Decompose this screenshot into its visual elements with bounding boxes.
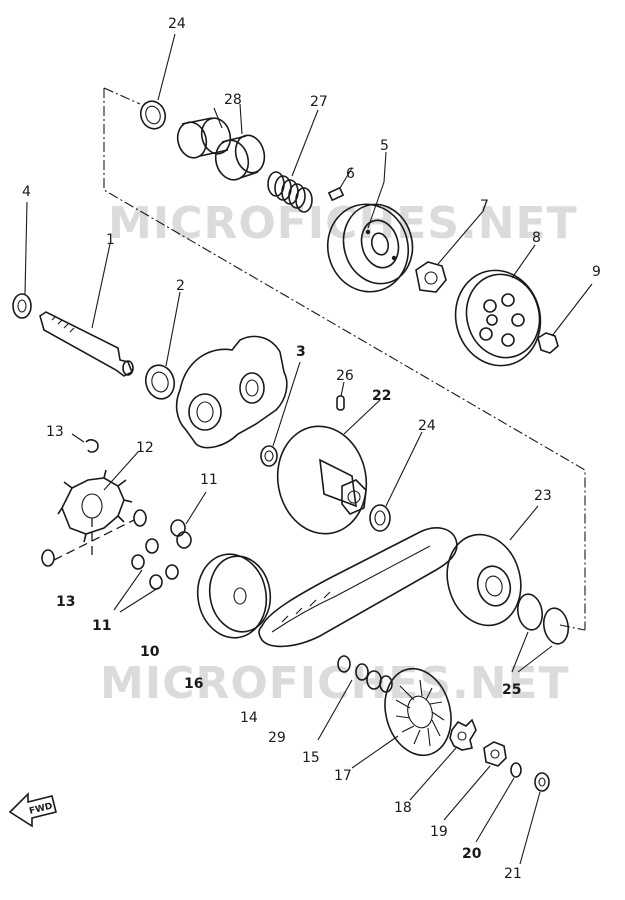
leader-5 — [367, 151, 387, 229]
secondary-sheave-23 — [446, 533, 522, 627]
leader-20 — [475, 777, 515, 843]
nut-21 — [534, 772, 550, 792]
forward-label: FWD — [28, 802, 53, 817]
callout-17: 17 — [334, 768, 352, 784]
callout-labels: 24 28 27 5 6 4 1 7 8 9 2 3 26 22 13 12 2… — [22, 16, 601, 882]
leader-25 — [511, 631, 553, 673]
gear-case-plate — [175, 335, 288, 449]
v-belt-16 — [258, 527, 458, 648]
callout-7: 7 — [480, 198, 489, 214]
callout-13-top: 13 — [46, 424, 64, 440]
leader-9 — [551, 283, 593, 337]
watermark-bottom: MICROFICHES.NET — [100, 658, 570, 709]
leader-3 — [272, 361, 301, 447]
leader-24-middle — [385, 431, 423, 507]
shaft-1 — [39, 311, 134, 377]
callout-3: 3 — [296, 344, 306, 360]
leader-17 — [351, 735, 399, 769]
callout-25: 25 — [502, 682, 521, 698]
callout-11-bottom: 11 — [92, 618, 111, 634]
leader-26 — [340, 381, 345, 397]
callout-23: 23 — [534, 488, 552, 504]
leader-12 — [103, 451, 139, 491]
callout-1: 1 — [106, 232, 115, 248]
callout-27: 27 — [310, 94, 328, 110]
rollers-11 — [131, 519, 192, 590]
leader-11-top — [185, 491, 207, 525]
callout-9: 9 — [592, 264, 601, 280]
washer-4 — [12, 293, 32, 319]
callout-5: 5 — [380, 138, 389, 154]
bushing-28 — [176, 117, 266, 181]
callout-8: 8 — [532, 230, 541, 246]
leader-24-top — [157, 33, 176, 101]
callout-14: 14 — [240, 710, 258, 726]
callout-26: 26 — [336, 368, 354, 384]
leader-21 — [519, 791, 541, 865]
leader-11-bottom — [113, 569, 159, 613]
leader-27 — [291, 109, 319, 177]
leader-15 — [317, 679, 353, 741]
clutch-housing-8 — [454, 269, 542, 367]
washer-3 — [260, 445, 278, 467]
watermark-top: MICROFICHES.NET — [108, 198, 578, 249]
callout-19: 19 — [430, 824, 448, 840]
nut-19 — [483, 741, 507, 767]
washer-24-middle — [369, 504, 391, 532]
nut-7 — [415, 261, 447, 293]
callout-10: 10 — [140, 644, 160, 660]
callout-16: 16 — [184, 676, 203, 692]
key-26 — [336, 395, 345, 411]
callout-18: 18 — [394, 800, 412, 816]
callout-20: 20 — [462, 846, 482, 862]
leader-2 — [165, 291, 181, 367]
leader-6 — [339, 167, 353, 189]
leader-7 — [437, 209, 485, 265]
bearing-2 — [144, 364, 176, 400]
washer-20 — [510, 762, 522, 778]
leader-1 — [91, 243, 111, 329]
slider-13-bottom — [41, 509, 147, 567]
callout-29: 29 — [268, 730, 286, 746]
nut-9 — [537, 332, 559, 354]
washer-24-top — [139, 100, 167, 130]
leader-22 — [343, 399, 381, 435]
cam-plate-12 — [57, 469, 133, 560]
sliding-sheave-5 — [326, 203, 414, 293]
leader-28 — [213, 103, 243, 135]
movable-sheave-10 — [196, 553, 272, 639]
callout-15: 15 — [302, 750, 320, 766]
callout-21: 21 — [504, 866, 522, 882]
fixed-sheave-22 — [276, 425, 368, 535]
leader-4 — [24, 201, 28, 295]
callout-6: 6 — [346, 166, 355, 182]
callout-2: 2 — [176, 278, 185, 294]
leader-13-top — [71, 433, 85, 443]
assembly-boundary-lines — [103, 87, 586, 631]
gear-18 — [449, 718, 477, 751]
callout-4: 4 — [22, 184, 31, 200]
clip-13-top — [85, 439, 99, 453]
fan-sheave-17 — [384, 667, 452, 757]
spring-27 — [267, 171, 313, 213]
leader-8 — [511, 244, 536, 279]
callout-12: 12 — [136, 440, 154, 456]
callout-28: 28 — [224, 92, 242, 108]
callout-24-middle: 24 — [418, 418, 436, 434]
callout-24-top: 24 — [168, 16, 186, 32]
forward-arrow-icon: FWD — [8, 792, 57, 828]
o-rings-25 — [516, 593, 570, 645]
callout-22: 22 — [372, 388, 391, 404]
leader-18 — [409, 747, 457, 801]
leader-23 — [509, 505, 539, 541]
leader-19 — [443, 765, 491, 821]
callout-13-bottom: 13 — [56, 594, 75, 610]
callout-11-top: 11 — [200, 472, 218, 488]
pin-6 — [327, 186, 345, 202]
